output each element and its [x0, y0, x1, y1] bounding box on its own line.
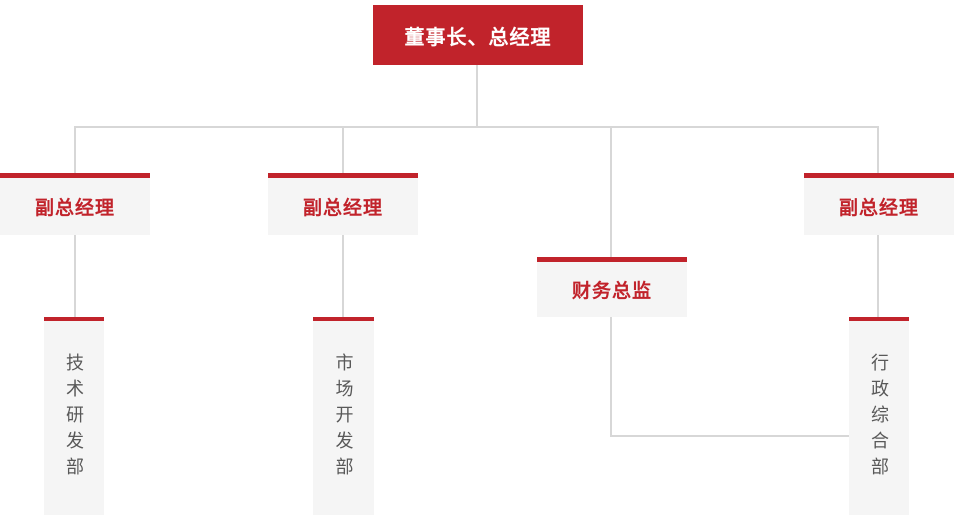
connector-deputy-left-to-dept	[74, 235, 76, 317]
org-node-deputy-gm-right: 副总经理	[804, 173, 954, 235]
connector-deputy-mid-to-dept	[342, 235, 344, 317]
org-node-label: 副总经理	[302, 198, 383, 219]
connector-drop-finance	[610, 127, 612, 257]
org-node-market-dev-dept: 市场开发部	[313, 317, 374, 515]
org-node-label: 财务总监	[571, 281, 652, 302]
org-node-chairman-gm: 董事长、总经理	[373, 5, 583, 65]
connector-finance-down	[610, 317, 612, 437]
connector-drop-deputy-middle	[342, 127, 344, 173]
connector-drop-deputy-left	[74, 127, 76, 173]
org-node-admin-general-dept: 行政综合部	[849, 317, 909, 515]
org-node-label: 市场开发部	[333, 353, 354, 483]
connector-deputy-right-to-dept	[877, 235, 879, 317]
connector-main-horizontal	[74, 126, 879, 128]
org-node-deputy-gm-left: 副总经理	[0, 173, 150, 235]
connector-root-drop	[476, 65, 478, 127]
org-node-tech-rd-dept: 技术研发部	[44, 317, 104, 515]
org-node-deputy-gm-middle: 副总经理	[268, 173, 418, 235]
org-node-label: 副总经理	[838, 198, 919, 219]
org-node-label: 行政综合部	[869, 353, 889, 483]
org-node-label: 副总经理	[34, 198, 115, 219]
org-node-finance-director: 财务总监	[537, 257, 687, 317]
org-node-label: 技术研发部	[64, 353, 84, 483]
connector-finance-to-admin	[610, 435, 849, 437]
org-node-label: 董事长、总经理	[404, 26, 552, 49]
connector-drop-deputy-right	[877, 127, 879, 173]
